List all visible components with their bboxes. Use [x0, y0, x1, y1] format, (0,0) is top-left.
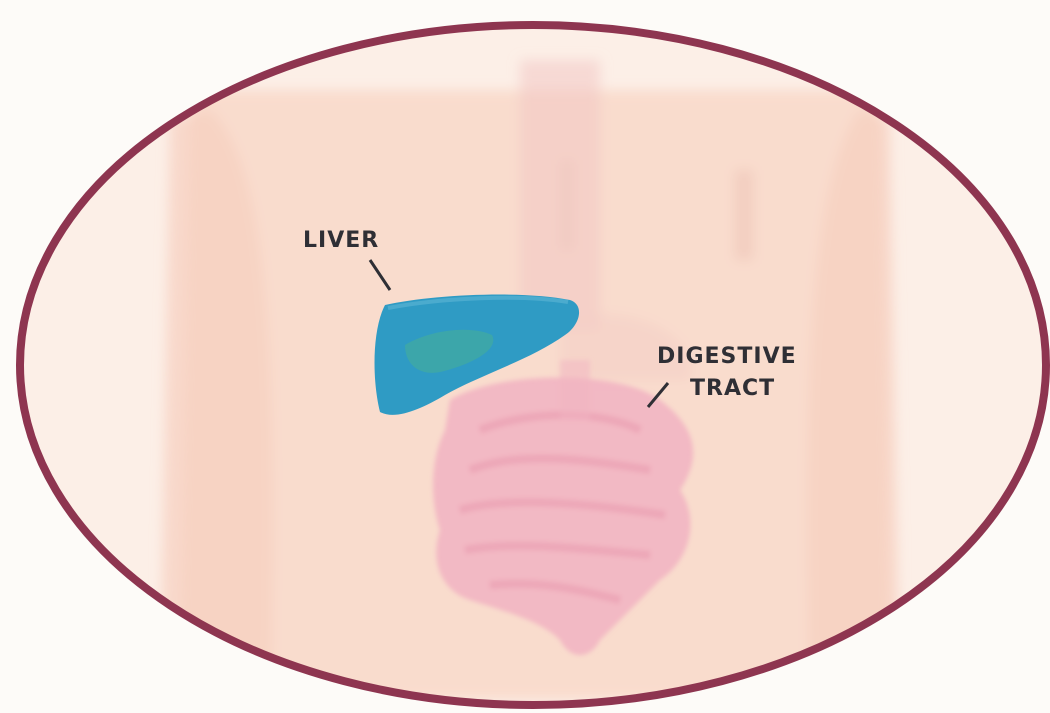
digestive-label-line2: TRACT [690, 376, 775, 401]
digestive-label-line1: DIGESTIVE [657, 344, 797, 369]
liver-label: LIVER [303, 228, 379, 253]
